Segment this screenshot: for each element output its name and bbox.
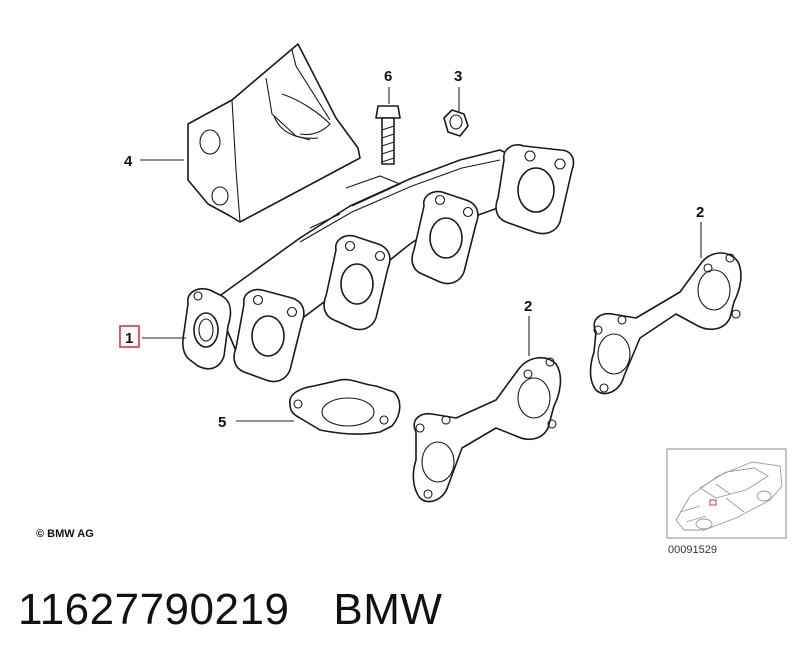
- vehicle-thumbnail: [666, 448, 787, 539]
- nut-part-3: [443, 109, 469, 137]
- callout-1: 1: [125, 330, 133, 347]
- callout-3: 3: [454, 68, 462, 85]
- thumbnail-highlight-marker: [709, 499, 717, 506]
- gasket-part-2-right: [589, 252, 742, 395]
- brand-name: BMW: [333, 585, 443, 634]
- callout-2-right: 2: [696, 204, 704, 221]
- bolt-part-6: [375, 105, 401, 165]
- callout-6: 6: [384, 68, 392, 85]
- heat-shield-part-4: [187, 43, 361, 223]
- copyright-notice: © BMW AG: [36, 528, 94, 540]
- part-number: 11627790219: [18, 585, 290, 634]
- thumbnail-ref-number: 00091529: [668, 544, 717, 556]
- gasket-part-5: [289, 378, 401, 435]
- exhaust-manifold-part-1: [182, 144, 575, 383]
- callout-4: 4: [124, 153, 133, 170]
- callout-5: 5: [218, 414, 226, 431]
- gasket-part-2-middle: [412, 357, 562, 503]
- part-caption: 11627790219 BMW: [18, 585, 442, 635]
- callout-1-highlight-box: [119, 325, 140, 348]
- leader-lines: [140, 87, 702, 422]
- callout-2-middle: 2: [524, 298, 532, 315]
